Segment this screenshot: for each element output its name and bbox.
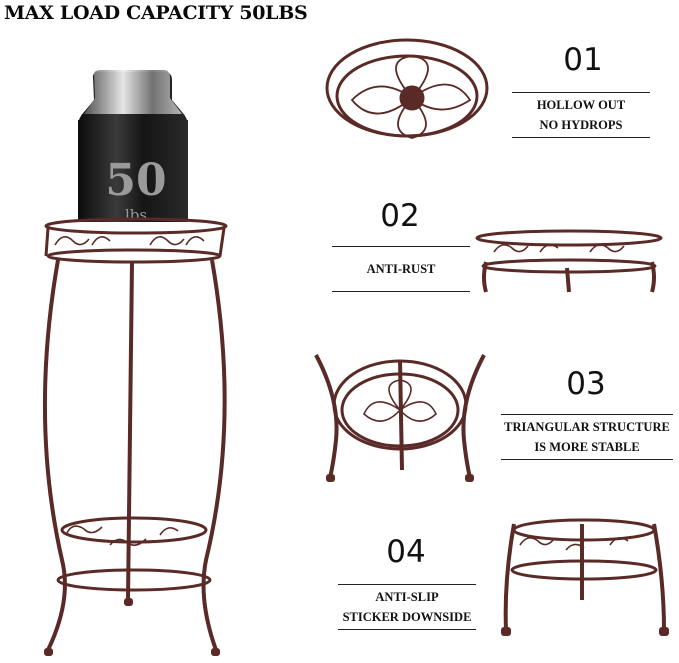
weight-block: 50 lbs xyxy=(78,70,188,224)
feature-3-label: TRIANGULAR STRUCTURE IS MORE STABLE xyxy=(501,414,673,460)
feature-1-number: 01 xyxy=(563,42,603,78)
feature-1-line-1: HOLLOW OUT xyxy=(536,98,626,112)
detail-triangular-structure-image xyxy=(314,354,486,479)
feature-4-label: ANTI-SLIP STICKER DOWNSIDE xyxy=(338,584,476,630)
stand-feet xyxy=(44,598,220,656)
feature-3-number: 03 xyxy=(566,366,606,402)
stand-top-tray xyxy=(44,217,228,264)
feature-4-line-1: ANTI-SLIP xyxy=(375,590,439,604)
detail-4-feet xyxy=(501,627,669,636)
feature-2-number: 02 xyxy=(380,198,420,234)
feature-2-label: ANTI-RUST xyxy=(332,246,470,292)
stand-bottom-tray xyxy=(56,516,212,592)
detail-anti-slip-image xyxy=(503,518,666,631)
feature-3-line-2: IS MORE STABLE xyxy=(534,440,640,454)
feature-4-line-2: STICKER DOWNSIDE xyxy=(342,610,472,624)
stand-legs xyxy=(42,259,227,651)
feature-4-number: 04 xyxy=(386,534,426,570)
feature-1-line-2: NO HYDROPS xyxy=(539,118,623,132)
weight-unit: lbs xyxy=(125,206,147,224)
page-title: MAX LOAD CAPACITY 50LBS xyxy=(4,2,308,24)
detail-anti-rust-rim-image xyxy=(475,229,663,293)
weight-value: 50 xyxy=(105,155,166,206)
feature-3-line-1: TRIANGULAR STRUCTURE xyxy=(504,420,670,434)
feature-1-label: HOLLOW OUT NO HYDROPS xyxy=(512,92,650,138)
detail-3-feet xyxy=(326,474,474,482)
feature-2-line-1: ANTI-RUST xyxy=(366,262,436,276)
detail-hollow-tray-image xyxy=(325,38,489,139)
